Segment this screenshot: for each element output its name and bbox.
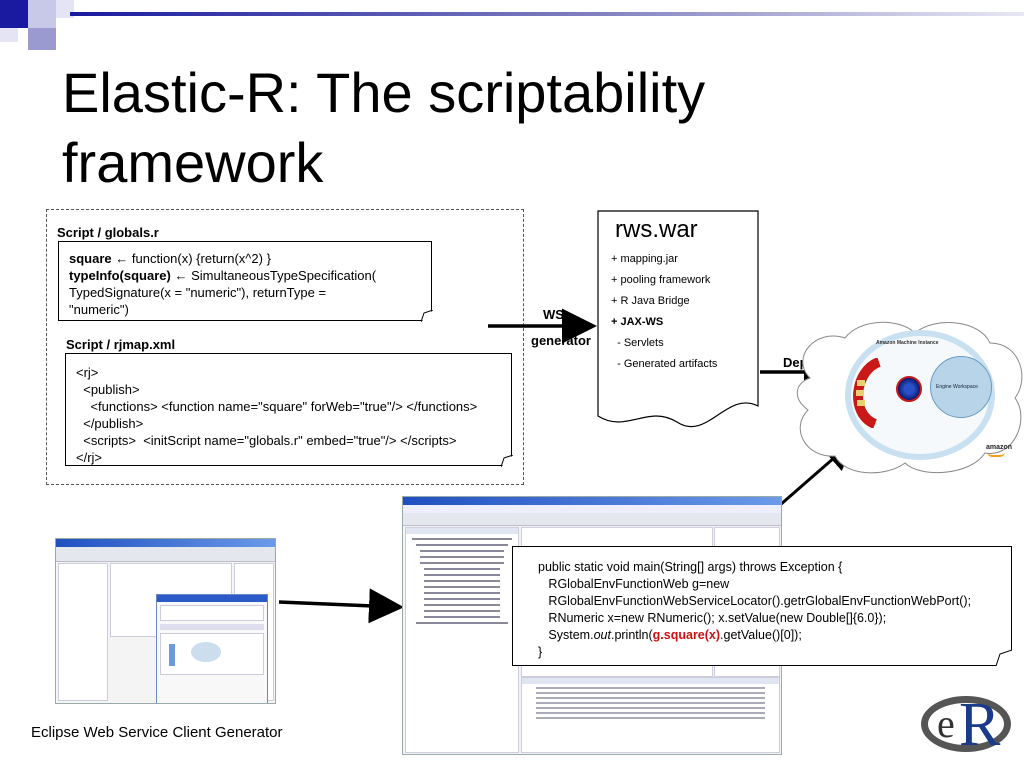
wizard-toolbar [56, 547, 275, 562]
note-fold-icon [501, 455, 513, 467]
corner-square-5 [0, 28, 18, 42]
er-logo-ring [921, 696, 1011, 752]
er-logo-e: e [937, 701, 955, 746]
document-shape [597, 210, 759, 428]
title-rule [70, 12, 1024, 16]
rws-item: + JAX-WS [611, 316, 664, 328]
rws-item: + pooling framework [611, 274, 711, 286]
globals-line1: square ← function(x) {return(x^2) } [69, 251, 271, 266]
er-logo: e R [921, 690, 1015, 760]
generator-label: generator [531, 333, 591, 348]
globals-label: Script / globals.r [57, 225, 159, 240]
java-code-note: public static void main(String[] args) t… [512, 546, 1012, 666]
red-arc-icon [853, 358, 882, 428]
corner-square-1 [0, 0, 28, 28]
corner-square-3 [56, 0, 74, 18]
wizard-dialog [156, 594, 268, 703]
rws-item: - Generated artifacts [611, 358, 718, 370]
java-line: } [538, 645, 543, 659]
globals-line3: TypedSignature(x = "numeric"), returnTyp… [69, 285, 327, 300]
eclipse-toolbar [403, 513, 781, 526]
rjmap-label: Script / rjmap.xml [66, 337, 176, 352]
engine-workspace-label: Engine Workspace [936, 384, 978, 390]
rjmap-line: <functions> <function name="square" forW… [76, 399, 478, 414]
wizard-sidepanel [58, 563, 108, 701]
rjmap-line: <publish> [76, 382, 140, 397]
rjmap-line: </publish> [76, 416, 144, 431]
rws-item: + mapping.jar [611, 253, 678, 265]
globals-note: square ← function(x) {return(x^2) } type… [58, 241, 433, 322]
globals-line2: typeInfo(square) ← SimultaneousTypeSpeci… [69, 268, 377, 283]
eclipse-titlebar [403, 497, 781, 505]
rjmap-line: <scripts> <initScript name="globals.r" e… [76, 433, 457, 448]
java-line: RGlobalEnvFunctionWebServiceLocator().ge… [538, 594, 972, 608]
slide-title-line2: framework [62, 131, 324, 194]
java-line: public static void main(String[] args) t… [538, 560, 843, 574]
rjmap-note: <rj> <publish> <functions> <function nam… [65, 353, 513, 467]
ws-label: WS [543, 307, 564, 322]
rws-war-title: rws.war [615, 216, 698, 243]
er-logo-r: R [959, 691, 1001, 759]
note-fold-icon [996, 650, 1012, 666]
corner-square-2 [28, 0, 56, 28]
eclipse-arrow [278, 588, 404, 624]
amazon-logo: amazon [986, 444, 1013, 451]
r-engine-orb [896, 376, 922, 402]
engine-workspace [930, 356, 992, 418]
corner-square-4 [28, 28, 56, 50]
eclipse-caption: Eclipse Web Service Client Generator [31, 724, 283, 741]
slide-title-line1: Elastic-R: The scriptability [62, 61, 706, 124]
note-fold-icon [421, 310, 433, 322]
rjmap-line: </rj> [76, 450, 103, 465]
slide-title: Elastic-R: The scriptability framework [62, 58, 962, 198]
wizard-screenshot [55, 538, 276, 704]
package-explorer [405, 527, 519, 753]
rws-war-document: rws.war + mapping.jar + pooling framewor… [597, 210, 759, 432]
globals-line4: "numeric") [69, 302, 129, 317]
problems-view [521, 677, 780, 753]
rjmap-line: <rj> [76, 365, 99, 380]
eclipse-menubar [403, 505, 781, 513]
amazon-smile-icon [987, 452, 1005, 457]
rws-item: - Servlets [611, 337, 664, 349]
wizard-titlebar [56, 539, 275, 547]
scripts-group [46, 209, 524, 485]
machine-title: Amazon Machine Instance [876, 340, 939, 346]
rws-item: + R Java Bridge [611, 295, 690, 307]
cloud-diagram: Amazon Machine Instance Engine Workspace… [790, 318, 1024, 476]
java-line: RGlobalEnvFunctionWeb g=new [538, 577, 730, 591]
java-line: System.out.println(g.square(x).getValue(… [538, 628, 802, 642]
java-line: RNumeric x=new RNumeric(); x.setValue(ne… [538, 611, 887, 625]
